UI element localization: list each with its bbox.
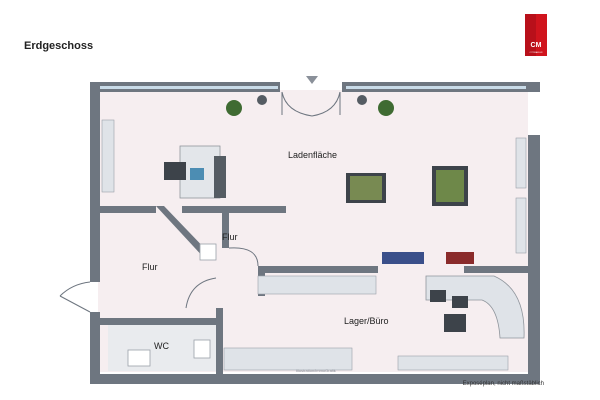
footer-note: Exposéplan, nicht maßstäblich [462, 381, 544, 387]
plant-left [226, 100, 242, 116]
svg-text:CM: CM [531, 42, 542, 49]
shoe-rack-2 [446, 252, 474, 264]
wc-fixtures [127, 339, 211, 367]
entrance-arrow-icon [306, 76, 318, 84]
room-label-ladenflaeche: Ladenfläche [288, 150, 338, 160]
shelves [101, 119, 527, 371]
room-label-flur-left: Flur [142, 262, 158, 272]
watermark: Illustration/immoGrafik [296, 368, 336, 373]
reception-desk [425, 275, 525, 339]
svg-text:CITYMAKLER: CITYMAKLER [530, 51, 543, 54]
page-title: Erdgeschoss [24, 40, 94, 52]
entrance-door [281, 91, 341, 117]
desk-upper [164, 145, 226, 199]
display-table-2 [432, 166, 468, 206]
company-logo: CM CITYMAKLER [525, 14, 547, 56]
shoe-rack-1 [382, 252, 424, 264]
room-label-wc: WC [154, 341, 169, 351]
room-label-lager-buero: Lager/Büro [344, 316, 389, 326]
display-table-1 [346, 173, 386, 203]
plant-right [378, 100, 394, 116]
room-label-flur-top: Flur [222, 232, 238, 242]
